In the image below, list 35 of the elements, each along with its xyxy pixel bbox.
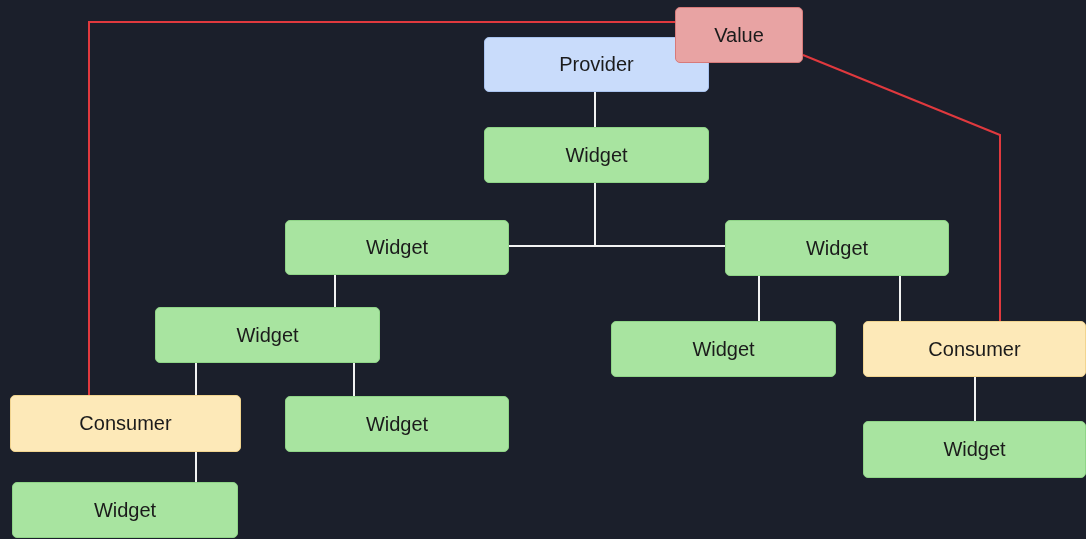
widget-box [611, 321, 836, 377]
provider-box [484, 37, 709, 92]
connector-line [88, 21, 676, 396]
node-label: Widget [236, 323, 299, 347]
node-label: Value [714, 23, 764, 47]
widget-box [863, 421, 1086, 478]
connector-line [334, 274, 336, 308]
widget-box [725, 220, 949, 276]
value-box [675, 7, 803, 63]
connector-line [195, 362, 197, 396]
consumer-box [863, 321, 1086, 377]
node-label: Widget [943, 438, 1006, 461]
node-label: Consumer [928, 337, 1021, 361]
connector-line [594, 182, 726, 247]
consumer-box [10, 395, 241, 452]
connector-line [899, 275, 901, 322]
widget-box [12, 482, 238, 538]
connector-line [195, 451, 197, 483]
connector-line [802, 54, 1001, 322]
widget-box [155, 307, 380, 363]
node-label: Provider [559, 53, 634, 76]
widget-box [484, 127, 709, 183]
node-label: Widget [805, 236, 869, 260]
connector-line [758, 275, 760, 322]
widget-box [285, 220, 509, 275]
node-label: Widget [93, 498, 157, 522]
node-label: Widget [365, 412, 429, 436]
connector-line [353, 362, 355, 397]
widget-box [285, 396, 509, 452]
connector-line [974, 376, 976, 422]
node-label: Widget [692, 337, 755, 361]
node-label: Widget [565, 143, 628, 167]
node-label: Consumer [79, 412, 172, 435]
node-label: Widget [365, 236, 429, 259]
connector-line [594, 91, 596, 128]
